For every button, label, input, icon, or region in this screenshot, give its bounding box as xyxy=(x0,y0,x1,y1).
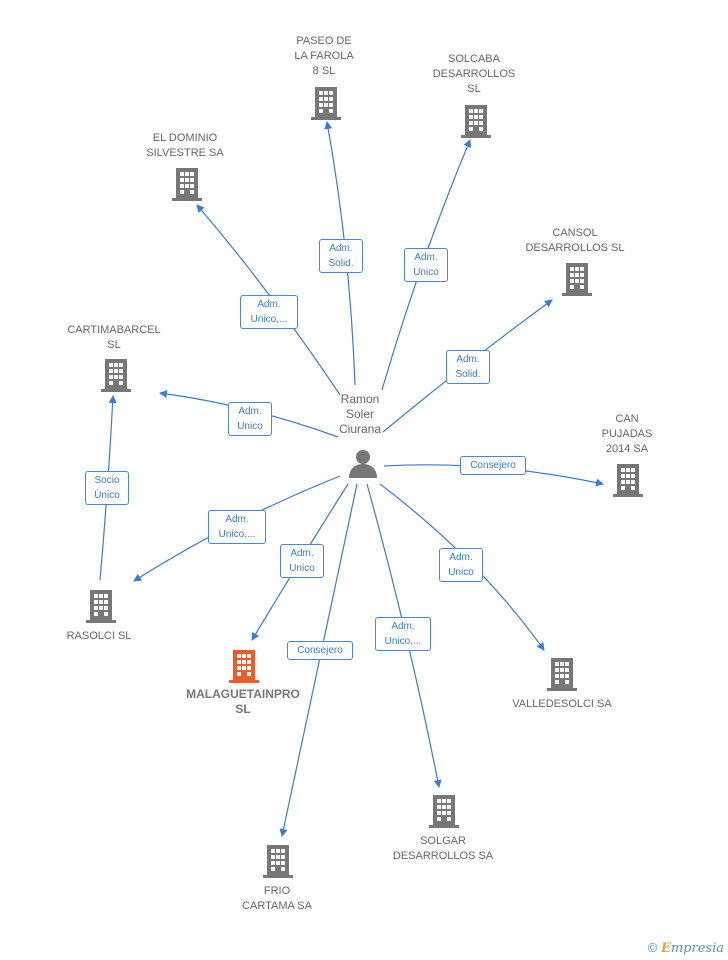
company-label-paseo[interactable]: PASEO DE LA FAROLA 8 SL xyxy=(294,35,354,77)
company-label-malaguetainpro[interactable]: MALAGUETAINPRO SL xyxy=(186,687,300,716)
relation-label-paseo[interactable]: Adm. Solid. xyxy=(319,239,363,273)
relation-label-solcaba[interactable]: Adm. Unico xyxy=(404,248,448,282)
building-icon-paseo[interactable] xyxy=(311,85,341,121)
person-icon[interactable] xyxy=(348,448,378,478)
relation-label-rasolci-cartima[interactable]: Socio Único xyxy=(85,471,129,505)
building-icon-malaguetainpro[interactable] xyxy=(229,648,259,684)
brand-logo: Empresia xyxy=(660,941,724,956)
relation-label-malaguetainpro[interactable]: Adm. Unico xyxy=(280,544,324,578)
copyright-watermark: © Empresia xyxy=(648,940,724,956)
building-icon-canpujadas[interactable] xyxy=(613,462,643,498)
building-icon-valledesolci[interactable] xyxy=(547,656,577,692)
company-label-dominio[interactable]: EL DOMINIO SILVESTRE SA xyxy=(146,132,224,159)
company-label-frio[interactable]: FRIO CARTAMA SA xyxy=(242,885,312,912)
company-label-cansol[interactable]: CANSOL DESARROLLOS SL xyxy=(525,227,625,254)
building-icon-frio[interactable] xyxy=(263,843,293,879)
relation-label-frio[interactable]: Consejero xyxy=(287,641,353,660)
building-icon-cansol[interactable] xyxy=(562,261,592,297)
relation-label-dominio[interactable]: Adm. Unico,... xyxy=(240,295,298,329)
relation-label-canpujadas[interactable]: Consejero xyxy=(460,456,526,475)
relation-label-cartima[interactable]: Adm. Unico xyxy=(228,402,272,436)
company-label-canpujadas[interactable]: CAN PUJADAS 2014 SA xyxy=(601,413,653,455)
building-icon-solgar[interactable] xyxy=(429,793,459,829)
relation-label-rasolci[interactable]: Adm. Unico,... xyxy=(208,510,266,544)
relation-label-solgar[interactable]: Adm. Unico,... xyxy=(375,617,431,651)
relation-label-valledesolci[interactable]: Adm. Unico xyxy=(439,548,483,582)
company-label-rasolci[interactable]: RASOLCI SL xyxy=(66,630,132,642)
copyright-icon: © xyxy=(647,940,658,955)
building-icon-dominio[interactable] xyxy=(172,166,202,202)
company-label-valledesolci[interactable]: VALLEDESOLCI SA xyxy=(512,698,612,710)
edge-frio xyxy=(279,483,358,837)
company-label-solcaba[interactable]: SOLCABA DESARROLLOS SL xyxy=(432,53,516,95)
building-icon-solcaba[interactable] xyxy=(461,103,491,139)
building-icon-cartima[interactable] xyxy=(101,357,131,393)
building-icon-rasolci[interactable] xyxy=(86,588,116,624)
company-label-cartima[interactable]: CARTIMABARCEL SL xyxy=(67,324,161,351)
person-name[interactable]: Ramon Soler Ciurana xyxy=(338,392,382,436)
relation-label-cansol[interactable]: Adm. Solid. xyxy=(446,350,490,384)
company-label-solgar[interactable]: SOLGAR DESARROLLOS SA xyxy=(392,835,494,862)
